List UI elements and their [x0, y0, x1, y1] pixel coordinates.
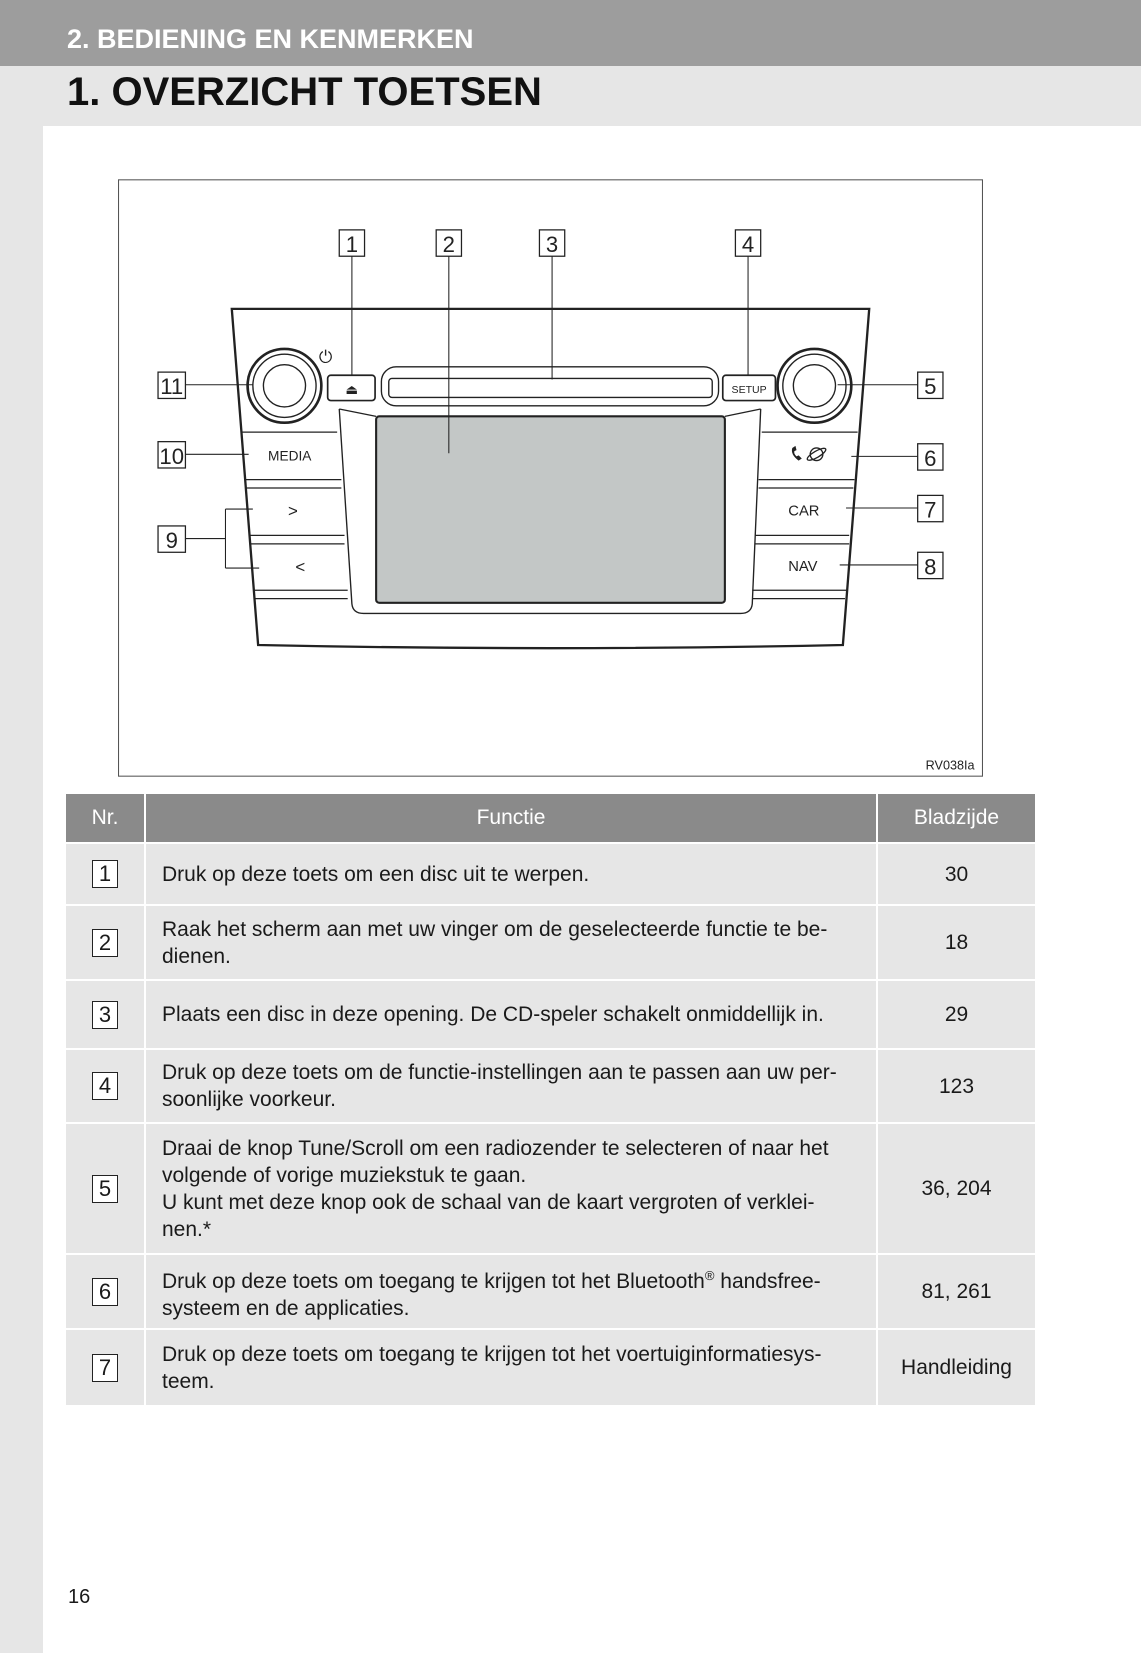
- row-function: Draai de knop Tune/Scroll om een radioze…: [162, 1136, 829, 1187]
- tune-scroll-knob[interactable]: [776, 347, 853, 425]
- head-unit-diagram: ⏻ ⏏ SETUP MEDIA > < CAR NAV: [118, 179, 983, 777]
- table-row: 4 Druk op deze toets om de functie-inste…: [66, 1048, 1035, 1123]
- row-function: Raak het scherm aan met uw vinger om de …: [145, 904, 878, 980]
- callout-1: 1: [346, 232, 358, 257]
- row-number: 4: [92, 1072, 118, 1100]
- row-page: 18: [877, 904, 1035, 980]
- volume-knob[interactable]: [246, 347, 323, 425]
- row-function: Druk op deze toets om een disc uit te we…: [145, 842, 878, 905]
- function-table: Nr. Functie Bladzijde 1 Druk op deze toe…: [66, 794, 1035, 1405]
- page-number: 16: [68, 1586, 91, 1608]
- panel-outline: [230, 307, 871, 650]
- row-function-note: U kunt met deze knop ook de schaal van d…: [162, 1190, 815, 1241]
- row-number: 6: [92, 1277, 118, 1306]
- row-number: 5: [92, 1174, 118, 1203]
- row-page: 123: [877, 1048, 1035, 1123]
- table-row: 7 Druk op deze toets om toegang te krijg…: [66, 1328, 1035, 1405]
- prev-button[interactable]: <: [295, 557, 305, 576]
- callout-5: 5: [924, 374, 936, 399]
- phone-apps-button[interactable]: [791, 445, 827, 462]
- disc-slot-frame: [380, 366, 720, 407]
- phone-icon: [791, 445, 802, 461]
- setup-button[interactable]: [721, 374, 777, 402]
- callout-8: 8: [924, 554, 936, 579]
- eject-icon: ⏏: [345, 382, 358, 397]
- row-function: Druk op deze toets om toegang te krijgen…: [162, 1269, 705, 1293]
- row-function: Druk op deze toets om toegang te krijgen…: [145, 1328, 878, 1405]
- car-button[interactable]: CAR: [788, 503, 819, 519]
- table-row: 1 Druk op deze toets om een disc uit te …: [66, 842, 1035, 905]
- callout-10: 10: [159, 444, 184, 469]
- page-margin: [0, 0, 43, 1653]
- section-header: 2. BEDIENING EN KENMERKEN: [0, 0, 1141, 66]
- callout-11: 11: [160, 374, 183, 399]
- row-page: Handleiding: [877, 1328, 1035, 1405]
- setup-label: SETUP: [732, 384, 767, 396]
- power-icon: ⏻: [319, 348, 333, 367]
- row-page: 29: [877, 979, 1035, 1049]
- next-button[interactable]: >: [288, 501, 298, 520]
- row-number: 3: [92, 1000, 118, 1029]
- row-number: 7: [92, 1353, 118, 1382]
- touch-screen[interactable]: [375, 415, 726, 604]
- figure-id: RV038Ia: [926, 758, 976, 772]
- callout-6: 6: [924, 446, 936, 471]
- media-button[interactable]: MEDIA: [268, 449, 312, 464]
- row-function-cont: handsfree-systeem en de applicaties.: [162, 1269, 821, 1320]
- apps-icon: [806, 447, 827, 462]
- page-title: 1. OVERZICHT TOETSEN: [67, 70, 542, 114]
- callout-4: 4: [742, 232, 754, 257]
- row-number: 1: [92, 860, 118, 888]
- title-bar: 1. OVERZICHT TOETSEN: [0, 66, 1141, 126]
- header-nr: Nr.: [66, 794, 146, 843]
- table-row: 3 Plaats een disc in deze opening. De CD…: [66, 979, 1035, 1049]
- table-row: 6 Druk op deze toets om toegang te krijg…: [66, 1253, 1035, 1329]
- callout-7: 7: [924, 498, 936, 523]
- callout-2: 2: [443, 232, 455, 257]
- row-page: 36, 204: [877, 1122, 1035, 1254]
- nav-button[interactable]: NAV: [788, 559, 817, 575]
- row-number: 2: [92, 928, 118, 957]
- registered-mark: ®: [704, 1267, 715, 1283]
- table-header: Nr. Functie Bladzijde: [66, 794, 1035, 843]
- header-functie: Functie: [145, 794, 878, 843]
- table-row: 2 Raak het scherm aan met uw vinger om d…: [66, 904, 1035, 980]
- callout-9: 9: [166, 528, 178, 553]
- disc-slot[interactable]: [388, 377, 713, 399]
- row-page: 81, 261: [877, 1253, 1035, 1329]
- table-row: 5 Draai de knop Tune/Scroll om een radio…: [66, 1122, 1035, 1254]
- row-page: 30: [877, 842, 1035, 905]
- section-title: 2. BEDIENING EN KENMERKEN: [67, 24, 474, 54]
- row-function: Plaats een disc in deze opening. De CD-s…: [145, 979, 878, 1049]
- header-bladzijde: Bladzijde: [877, 794, 1035, 843]
- row-function: Druk op deze toets om de functie-instell…: [145, 1048, 878, 1123]
- callout-3: 3: [546, 232, 558, 257]
